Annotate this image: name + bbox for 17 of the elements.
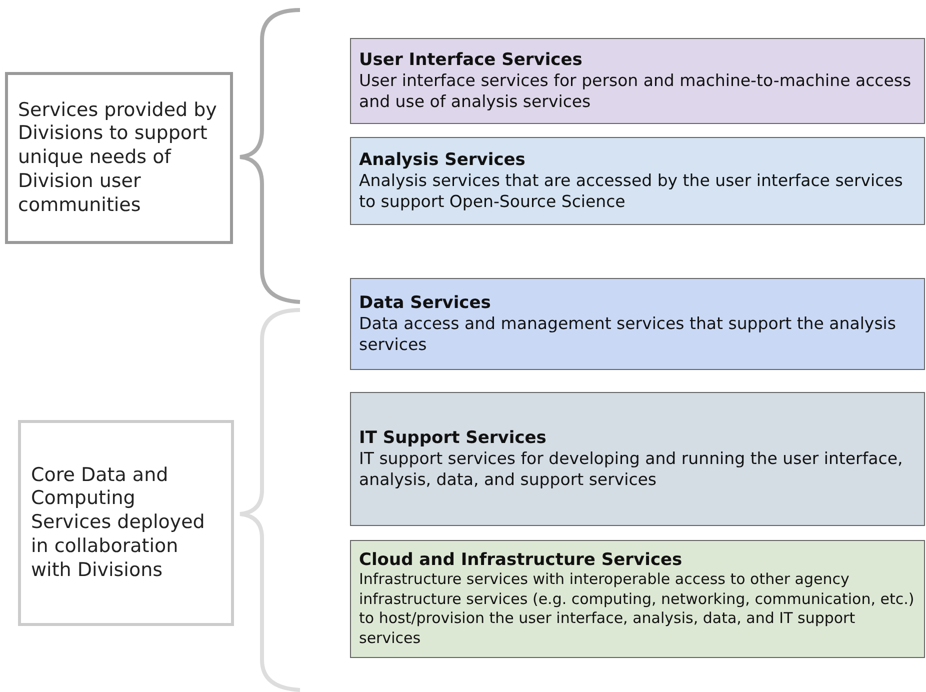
- layer-title: Cloud and Infrastructure Services: [359, 550, 684, 570]
- service-layer-box: [350, 392, 925, 526]
- layer-description: IT support services for developing and running the user interface, analysis, data, and support services: [359, 448, 904, 490]
- service-layer-box: [350, 137, 925, 225]
- layer-description: User interface services for person and machine-to-machine access and use of analysis services: [359, 70, 912, 112]
- layer-title: IT Support Services: [359, 428, 548, 448]
- service-layer-box: [350, 38, 925, 124]
- layer-title: Analysis Services: [359, 150, 526, 170]
- service-layer-box: [350, 278, 925, 370]
- layer-description: Analysis services that are accessed by the user interface services to support Open-Source Science: [359, 170, 904, 212]
- layer-description: Infrastructure services with interoperable access to other agency infrastructure services (e.g. computing, networking, communication, etc.) to host/provision the user interface, analysis, data, and IT support services: [359, 570, 916, 648]
- layer-description: Data access and management services that support the analysis services: [359, 312, 897, 356]
- service-layer-box: [350, 540, 925, 658]
- layer-title: Data Services: [359, 292, 492, 313]
- layer-title: User Interface Services: [359, 50, 584, 70]
- bracket-note-box: Services provided by Divisions to support unique needs of Division user communities: [5, 72, 233, 244]
- bracket-note-box: Core Data and Computing Services deployed in collaboration with Divisions: [18, 420, 234, 626]
